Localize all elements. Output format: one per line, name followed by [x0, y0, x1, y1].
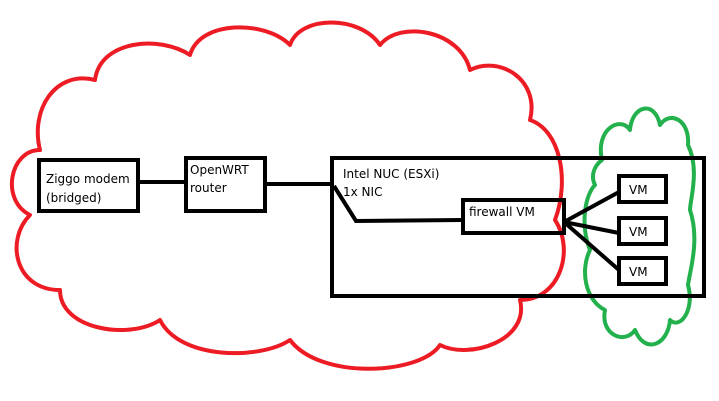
vm-box-3 — [617, 256, 668, 286]
firewall-box — [461, 198, 566, 235]
router-label-line2: router — [190, 181, 227, 195]
link-firewall-vm1 — [563, 190, 620, 224]
nuc-label-line2: 1x NIC — [343, 185, 382, 199]
modem-box — [37, 158, 140, 213]
link-nic-firewall — [332, 184, 464, 224]
nuc-label-line1: Intel NUC (ESXi) — [343, 167, 439, 181]
vm-label-3: VM — [629, 265, 648, 279]
link-firewall-vm3 — [562, 220, 621, 272]
link-firewall-vm2 — [563, 220, 620, 235]
modem-label-line2: (bridged) — [46, 191, 101, 205]
vm-label-1: VM — [629, 183, 648, 197]
vm-label-2: VM — [629, 225, 648, 239]
firewall-label: firewall VM — [469, 205, 535, 219]
modem-label-line1: Ziggo modem — [46, 172, 130, 186]
red-cloud — [10, 20, 566, 371]
vm-box-1 — [617, 174, 668, 204]
router-label-line1: OpenWRT — [190, 163, 249, 177]
nuc-box — [330, 156, 706, 298]
green-cloud — [582, 106, 697, 347]
